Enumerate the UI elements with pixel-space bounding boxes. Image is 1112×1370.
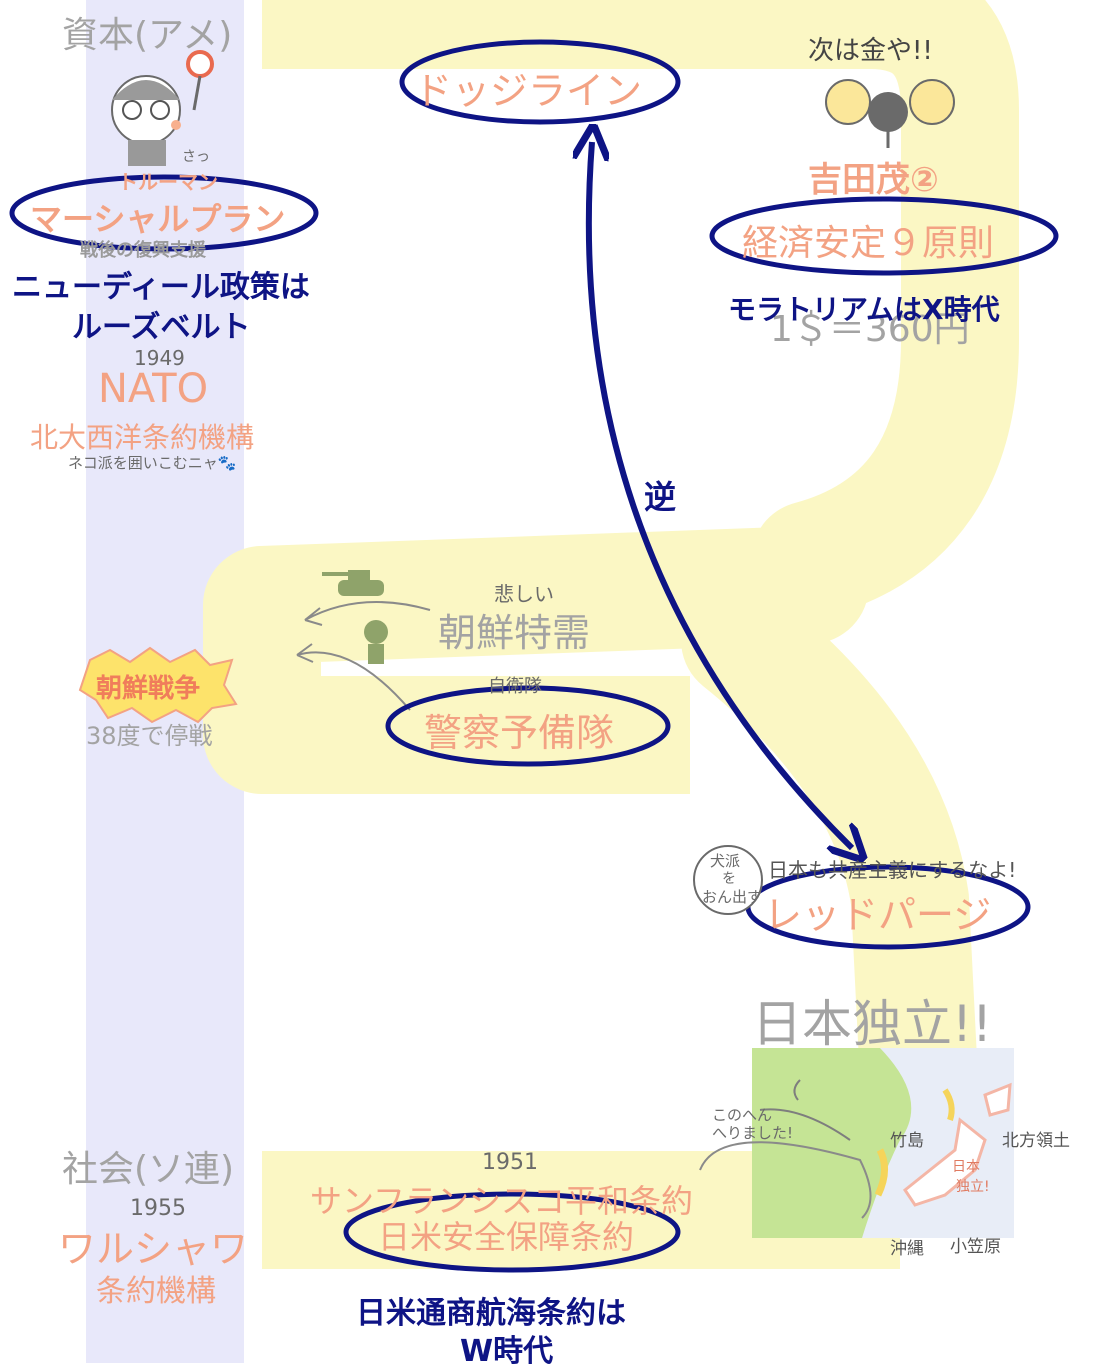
new-deal-note-line2: ルーズベルト — [72, 310, 251, 345]
tokuju-arrow — [304, 601, 431, 621]
tank-illustration — [322, 570, 384, 596]
commerce-note-line1: 日米通商航海条約は — [356, 1296, 626, 1331]
warsaw-pact: ワルシャワ — [58, 1227, 249, 1271]
warsaw-pact-sub: 条約機構 — [96, 1274, 216, 1309]
japan-independence: 日本独立!! — [752, 995, 993, 1053]
commerce-note-line2: W時代 — [460, 1334, 554, 1369]
map-hand-note-2: へりました! — [712, 1124, 794, 1142]
capital-label: 資本(アメ) — [62, 15, 233, 56]
dog-hand-note-2: を — [722, 871, 736, 887]
san-francisco-treaty: サンフランシスコ平和条約 — [310, 1182, 694, 1220]
nato-full-name: 北大西洋条約機構 — [30, 421, 255, 454]
marshall-plan-sub: 戦後の復興支援 — [80, 240, 206, 261]
marshall-plan: マーシャルプラン — [30, 200, 286, 238]
truman-label: トルーマン — [118, 170, 218, 194]
okinawa-label: 沖縄 — [890, 1239, 924, 1259]
japan-map-hand-2: 独立! — [956, 1179, 990, 1195]
korean-war: 朝鮮戦争 — [96, 674, 201, 704]
marshall-plan-ellipse — [9, 174, 319, 252]
nine-principles-ellipse — [709, 196, 1059, 276]
warsaw-year: 1955 — [130, 1196, 186, 1221]
security-treaty-ellipse — [343, 1191, 681, 1273]
korean-war-sub: 38度で停戦 — [86, 722, 213, 750]
dodge-line-ellipse — [399, 39, 681, 125]
dog-hand-note-3: おん出す — [702, 888, 763, 906]
self-defense-hand-note: 自衛隊 — [488, 676, 542, 697]
nato: NATO — [98, 366, 209, 412]
nato-year: 1949 — [134, 346, 185, 370]
sf-map-arrow — [699, 1141, 872, 1219]
police-reserve: 警察予備隊 — [424, 711, 615, 755]
korean-war-burst — [78, 646, 238, 724]
dodge-line: ドッジライン — [414, 69, 643, 113]
dog-badge — [693, 845, 763, 915]
nato-hand-note: ネコ派を囲いこむニャ🐾 — [68, 454, 237, 472]
dog-hand-note-1: 犬派 — [710, 852, 741, 870]
red-purge-hand-note: 日本も共産主義にするなよ! — [768, 858, 1017, 882]
sf-year: 1951 — [482, 1150, 538, 1175]
social-label: 社会(ソ連) — [62, 1149, 235, 1190]
exchange-rate: 1＄＝360円 — [770, 309, 970, 350]
red-purge: レッドパージ — [764, 893, 992, 937]
security-treaty: 日米安全保障条約 — [378, 1218, 635, 1256]
truman-illustration — [111, 50, 214, 166]
soldier-illustration — [364, 620, 388, 664]
reverse-course-arrow — [589, 142, 852, 848]
truman-hand-note: さっ — [182, 149, 210, 165]
ogasawara-label: 小笠原 — [950, 1237, 1001, 1257]
yoshida-hand-note: 次は金や!! — [808, 36, 933, 66]
nine-principles: 経済安定９原則 — [742, 223, 995, 264]
new-deal-note-line1: ニューディール政策は — [12, 270, 310, 305]
reserve-arrow — [296, 651, 411, 711]
sad-hand-note: 悲しい — [494, 582, 554, 606]
yoshida-illustration — [825, 79, 955, 148]
yoshida-shigeru: 吉田茂② — [808, 160, 939, 200]
korean-special-procurement: 朝鮮特需 — [438, 611, 591, 655]
moratorium-note: モラトリアムはX時代 — [728, 293, 1000, 326]
japan-map-hand-1: 日本 — [952, 1159, 980, 1175]
police-reserve-ellipse — [385, 685, 671, 767]
northern-territories-label: 北方領土 — [1002, 1131, 1070, 1151]
takeshima-label: 竹島 — [890, 1131, 924, 1151]
map-hand-note-1: このへん — [712, 1106, 773, 1124]
reverse-course-label: 逆 — [644, 478, 677, 516]
